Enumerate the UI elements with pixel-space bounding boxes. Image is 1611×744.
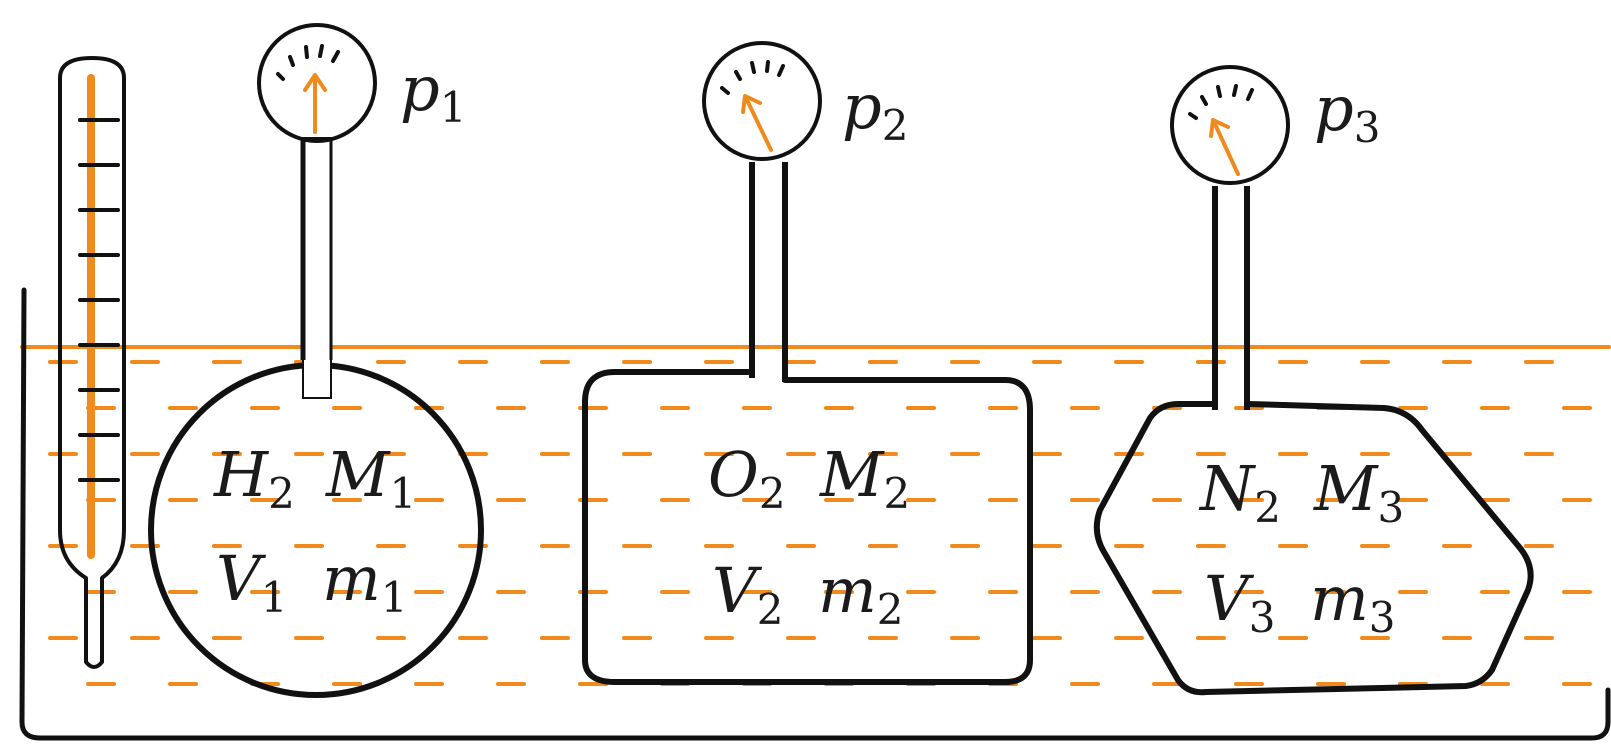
pressure-gauge-icon <box>702 41 822 161</box>
vessel-2-pressure-label: p2 <box>842 70 908 150</box>
vessel-1-pressure-label: p1 <box>400 52 466 132</box>
vessel-3-hexagon <box>1093 186 1534 696</box>
vessel-3-volume-label: V3 <box>1204 562 1276 642</box>
vessel-1-gas-label: H2 <box>213 438 295 518</box>
vessel-1-volume-label: V1 <box>216 542 288 622</box>
vessel-2-gas-label: O2 <box>708 438 786 518</box>
liquid-dashes <box>48 360 1592 686</box>
bath-tank <box>19 287 1611 741</box>
thermometer-scale <box>78 118 120 482</box>
vessel-3-molar-label: M3 <box>1313 452 1404 532</box>
thermometer-icon <box>58 56 126 669</box>
vessel-2-box <box>582 162 1033 685</box>
vessel-3-mass-label: m3 <box>1310 562 1396 642</box>
liquid-bath <box>20 345 1611 686</box>
vessel-3-pressure-label: p3 <box>1314 72 1380 152</box>
vessel-2-mass-label: m2 <box>818 554 904 634</box>
vessel-2-volume-label: V2 <box>712 554 784 634</box>
pressure-gauge-icon <box>1170 65 1290 185</box>
pressure-gauge-icon <box>257 23 377 143</box>
vessel-1-mass-label: m1 <box>322 542 408 622</box>
vessel-1-sphere <box>148 137 484 698</box>
vessel-3-gas-label: N2 <box>1198 452 1281 532</box>
vessel-2-molar-label: M2 <box>819 438 910 518</box>
vessel-1-molar-label: M1 <box>325 438 416 518</box>
